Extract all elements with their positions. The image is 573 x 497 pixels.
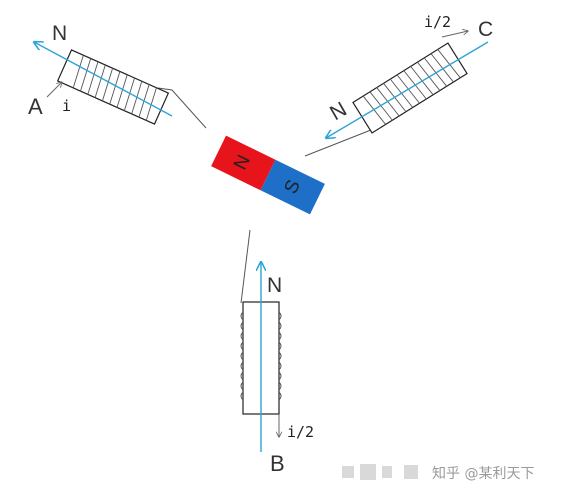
watermark-blur-4 — [404, 465, 418, 479]
coil-b-lead-wire — [240, 229, 251, 304]
magnet-north-pole — [211, 135, 276, 191]
coil-a-lead-wire — [157, 87, 207, 129]
coil-c-lead-wire — [304, 127, 377, 157]
watermark-blur-1 — [342, 466, 354, 478]
coil-b: N B i/2 — [240, 229, 314, 476]
coil-a-windings — [72, 55, 157, 121]
coil-a-current-arrow — [46, 82, 62, 98]
coil-c-pole-label: N — [326, 98, 351, 126]
coil-b-pole-label: N — [267, 274, 282, 297]
coil-b-terminal-label: B — [270, 451, 285, 476]
watermark-blur-3 — [382, 466, 392, 478]
coil-a-pole-label: N — [52, 22, 67, 45]
magnet-south-pole — [260, 159, 325, 215]
coil-c-axis-arrow — [326, 41, 489, 138]
coil-a-body — [56, 49, 170, 125]
coil-c-terminal-label: C — [478, 18, 493, 41]
watermark: 知乎 @某利天下 — [342, 464, 534, 482]
watermark-blur-2 — [360, 464, 376, 480]
coil-c-current-label: i/2 — [424, 13, 451, 31]
coil-c-current-arrow — [441, 31, 468, 38]
watermark-text: 知乎 @某利天下 — [432, 465, 534, 482]
bar-magnet: N S — [211, 135, 325, 215]
coil-b-windings — [240, 311, 282, 401]
coil-a: N A i — [28, 22, 207, 129]
coil-a-axis-arrow — [34, 42, 173, 117]
coil-b-current-label: i/2 — [287, 423, 314, 441]
coil-c: N C i/2 — [304, 13, 493, 157]
coil-a-current-label: i — [62, 97, 71, 115]
coil-a-terminal-label: A — [28, 94, 43, 119]
